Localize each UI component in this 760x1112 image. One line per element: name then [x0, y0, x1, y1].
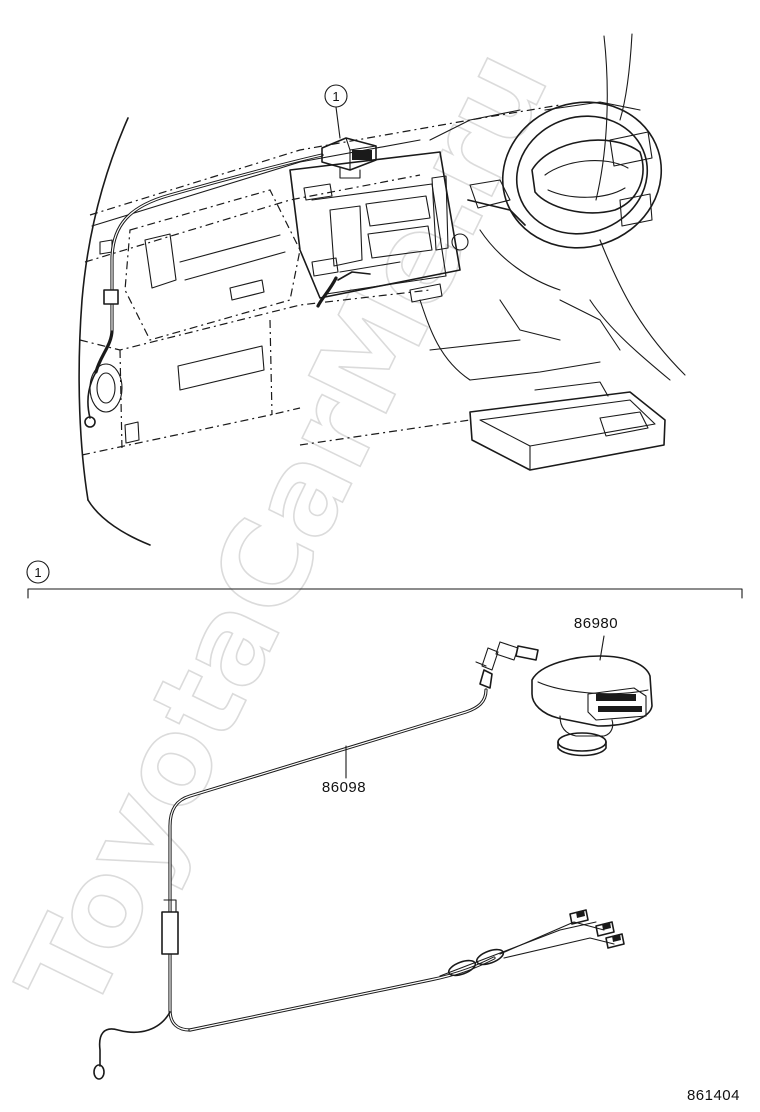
- section-bracket: 1: [26, 560, 743, 599]
- exploded-detail: 86980: [93, 615, 653, 1080]
- part-86980-unit: [531, 635, 653, 757]
- part-label-86098: 86098: [322, 779, 366, 796]
- figure-ref-number: 861404: [687, 1087, 740, 1104]
- callout-number-section: 1: [34, 565, 41, 580]
- callout-1-top: 1: [324, 84, 348, 139]
- part-86098-harness: [93, 641, 625, 1080]
- part-label-86980: 86980: [574, 615, 618, 632]
- dashboard-illustration: [78, 33, 686, 546]
- callout-number-top: 1: [332, 89, 339, 104]
- watermark: ToyotaCarMe.ru: [0, 29, 575, 1032]
